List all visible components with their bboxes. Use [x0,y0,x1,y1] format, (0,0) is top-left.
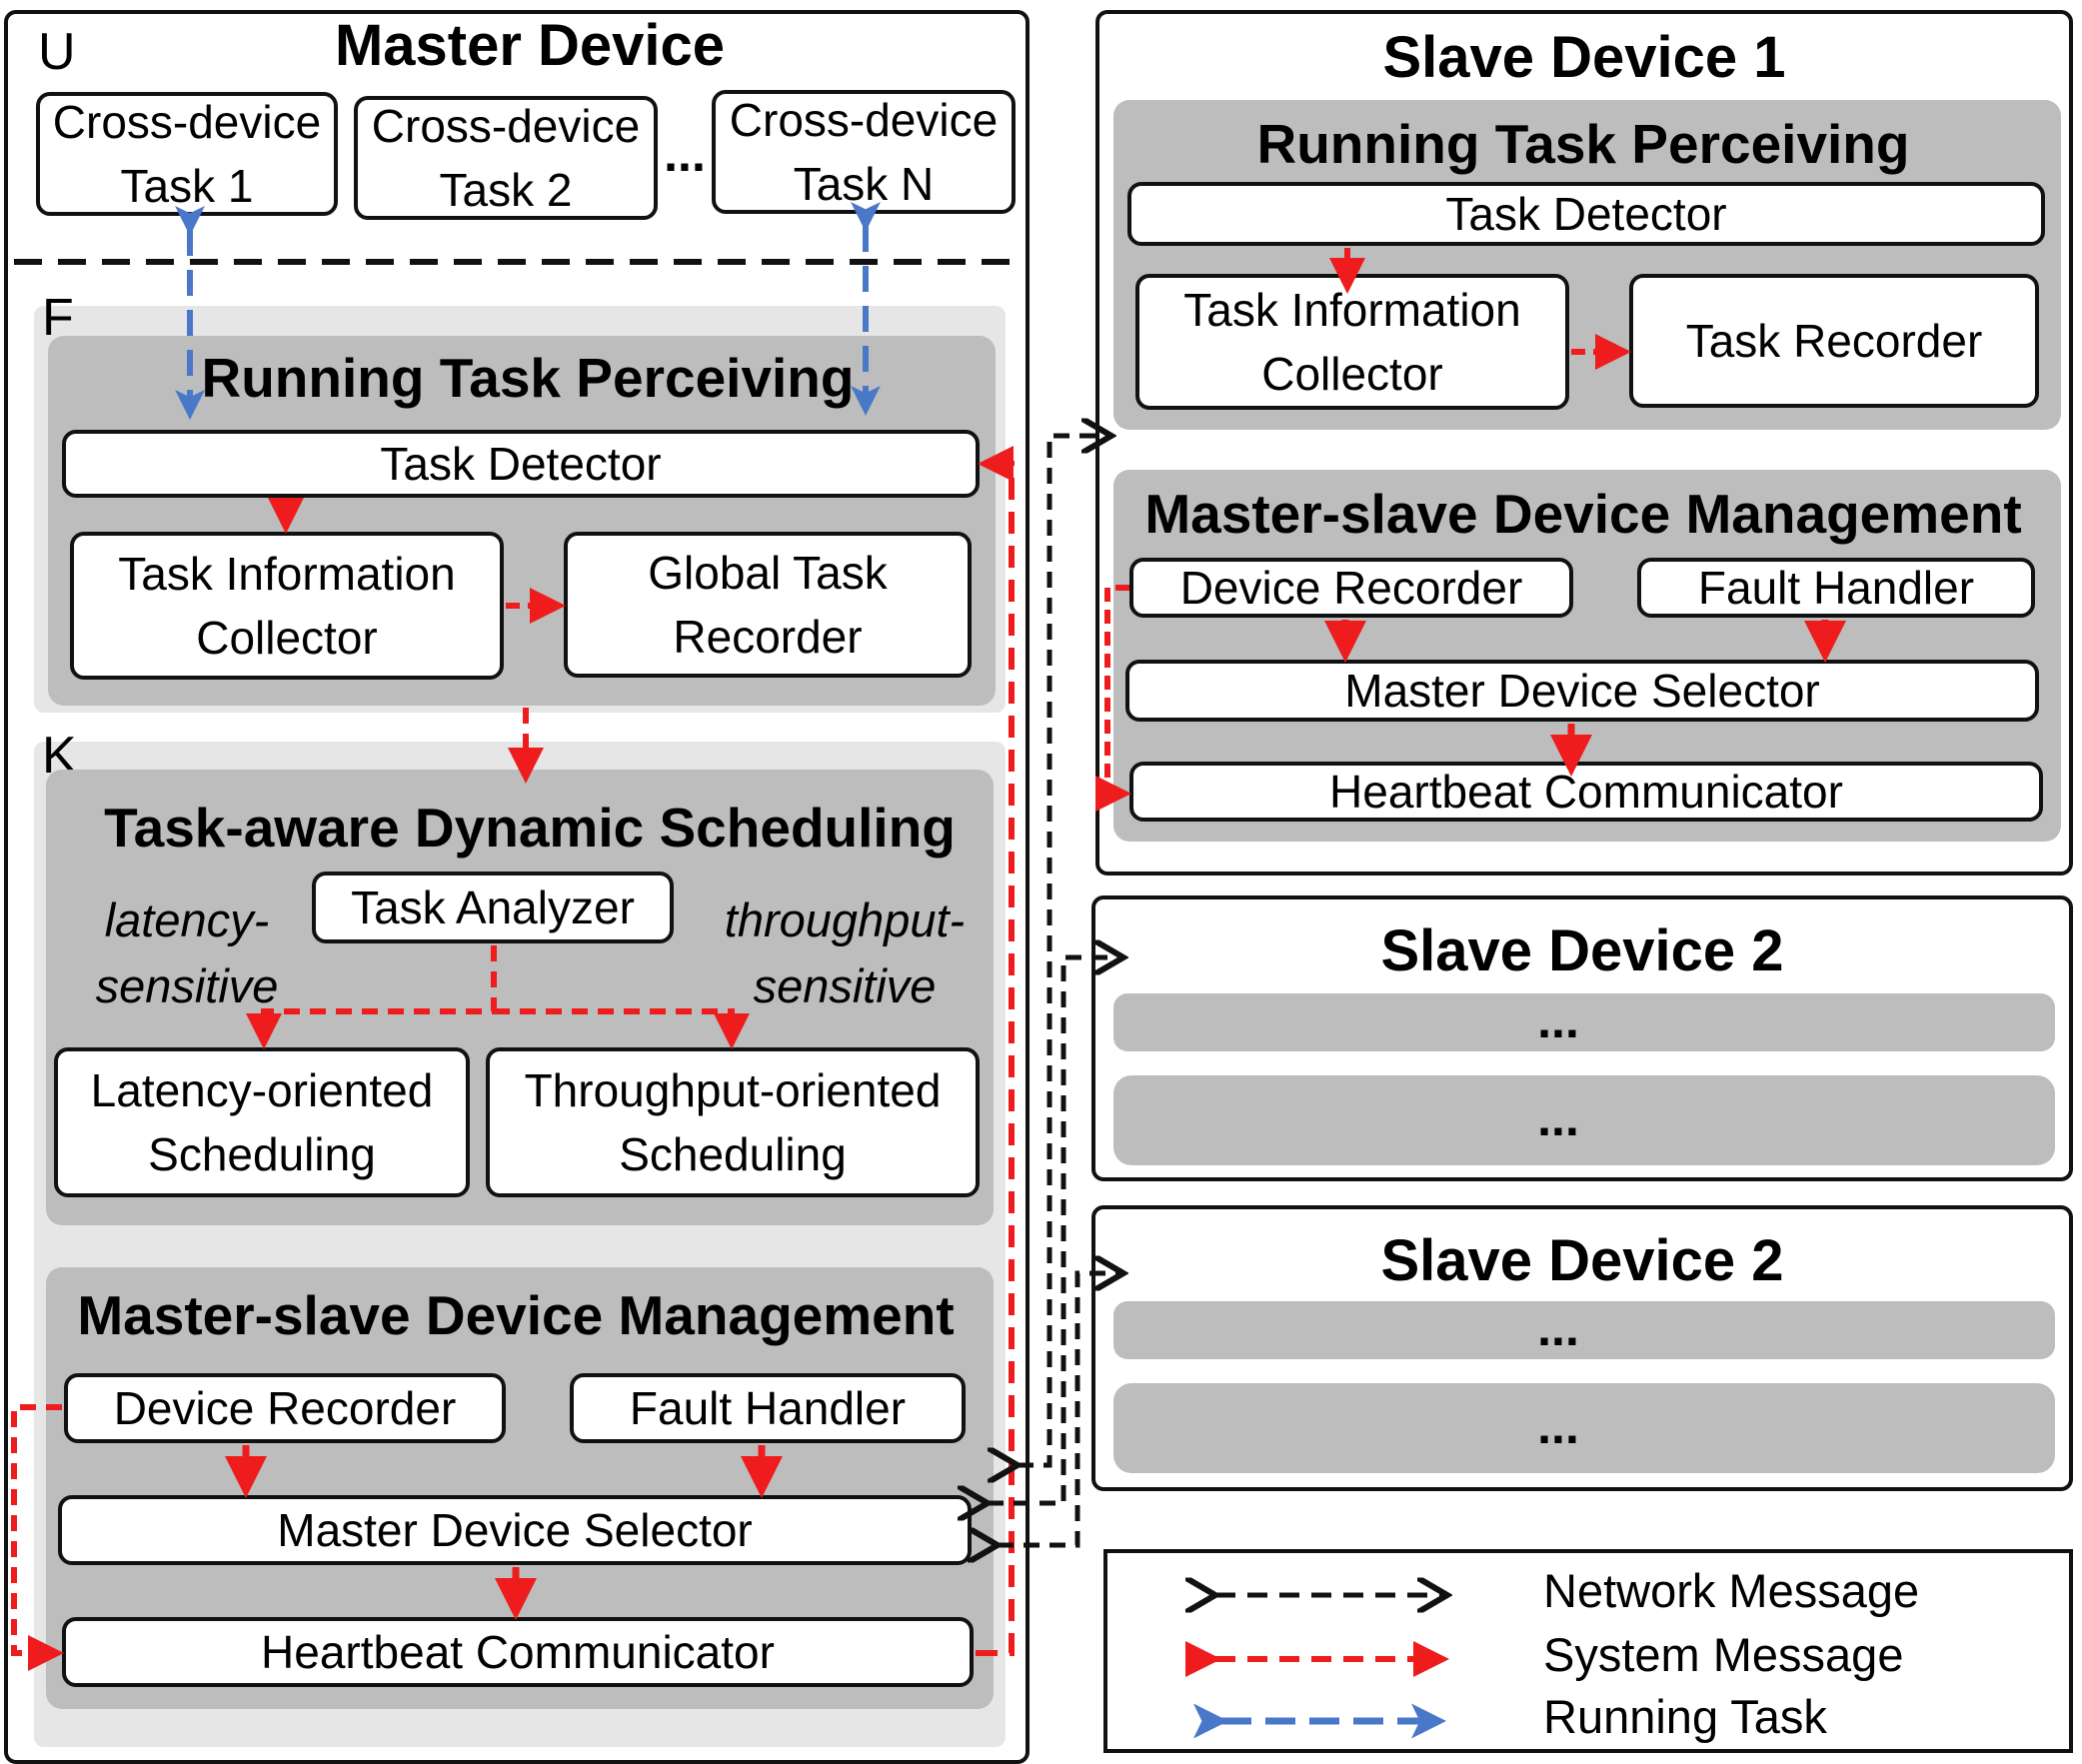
network-to-slave-2a [988,957,1123,1503]
throughput-oriented-scheduling: Throughput-oriented Scheduling [486,1047,980,1197]
slave2a-row-1 [1113,993,2055,1051]
slave2a-row-1-ellipsis: ... [1537,992,1579,1048]
slave2b-row-1-ellipsis: ... [1537,1300,1579,1356]
legend-running-label: Running Task [1543,1690,1827,1743]
task-analyzer: Task Analyzer [312,872,674,943]
slave2b-row-2-ellipsis: ... [1537,1398,1579,1454]
master-management-title: Master-slave Device Management [77,1284,955,1346]
slave2a-row-2 [1113,1075,2055,1165]
analyzer-split-right [494,1008,750,1049]
master-task-detector: Task Detector [62,430,980,498]
slave1-recorder-to-heartbeat-loop [1095,585,1131,812]
master-recorder-to-heartbeat-loop [11,1404,64,1671]
legend-system-label: System Message [1543,1628,1904,1681]
latency-oriented-scheduling: Latency-oriented Scheduling [54,1047,470,1197]
network-to-slave-2b [998,1273,1123,1545]
cross-device-task-1: Cross-device Task 1 [36,92,338,216]
slave1-device-selector: Master Device Selector [1125,660,2039,722]
master-device-recorder: Device Recorder [64,1373,506,1443]
legend-network-label: Network Message [1543,1564,1920,1617]
scheduling-title: Task-aware Dynamic Scheduling [104,797,956,859]
latency-sensitive-label: latency- sensitive [95,893,279,1012]
cross-device-task-n: Cross-device Task N [712,90,1016,214]
analyzer-split [246,945,497,1049]
slave-device-2a-title: Slave Device 2 [1380,918,1784,983]
global-task-recorder: Global Task Recorder [564,532,972,678]
master-task-info-collector: Task Information Collector [70,532,504,680]
master-device-title: Master Device [334,13,726,78]
master-heartbeat-communicator: Heartbeat Communicator [62,1617,974,1687]
slave1-fault-handler: Fault Handler [1637,558,2035,618]
slave2b-row-1 [1113,1301,2055,1359]
throughput-sensitive-label: throughput- sensitive [724,893,966,1012]
slave1-management-title: Master-slave Device Management [1144,483,2022,545]
cross-device-task-2: Cross-device Task 2 [354,96,658,220]
slave1-task-recorder: Task Recorder [1629,274,2039,408]
slave2b-row-2 [1113,1383,2055,1473]
master-fault-handler: Fault Handler [570,1373,966,1443]
slave2a-row-2-ellipsis: ... [1537,1090,1579,1146]
master-perceiving-title: Running Task Perceiving [201,347,855,409]
slave-device-1-title: Slave Device 1 [1382,25,1786,90]
label-u: U [38,23,76,81]
slave-device-2b-title: Slave Device 2 [1380,1228,1784,1293]
slave1-perceiving-title: Running Task Perceiving [1256,113,1910,175]
heartbeat-to-detector-loop [976,446,1015,1656]
slave1-task-info-collector: Task Information Collector [1135,274,1569,410]
slave1-task-detector: Task Detector [1127,182,2045,246]
slave1-device-recorder: Device Recorder [1129,558,1573,618]
task-ellipsis: ... [664,126,706,182]
